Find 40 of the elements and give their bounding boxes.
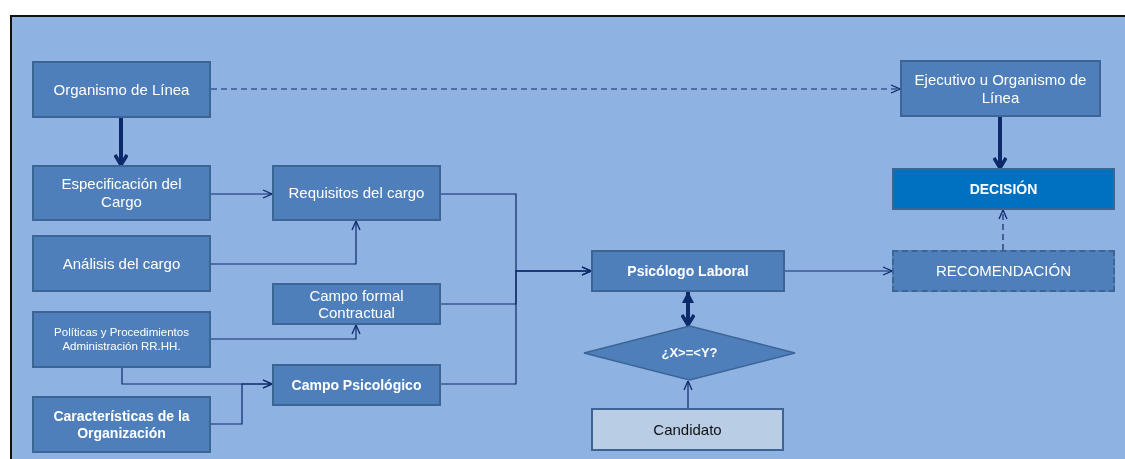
decision-diamond (583, 325, 796, 381)
arrow (440, 266, 592, 385)
arrow (683, 380, 693, 409)
box-label: Psicólogo Laboral (627, 262, 749, 280)
box-label: DECISIÓN (969, 180, 1038, 198)
process-box (32, 311, 211, 368)
box-label: Análisis del cargo (62, 254, 181, 273)
process-box (272, 283, 441, 325)
arrow (210, 324, 361, 340)
arrow (210, 379, 273, 425)
dashed-arrow (210, 84, 901, 94)
arrow (784, 266, 893, 276)
process-box (272, 364, 441, 406)
process-box (272, 165, 441, 221)
process-box (32, 396, 211, 453)
box-label: RECOMENDACIÓN (936, 262, 1071, 280)
process-box (591, 250, 785, 292)
arrow (113, 118, 129, 167)
process-box (892, 168, 1115, 210)
box-label: Características de la Organización (52, 407, 191, 442)
arrow (992, 117, 1008, 170)
process-box (32, 61, 211, 118)
box-label: Ejecutivo u Organismo de Línea (913, 70, 1088, 107)
arrow (210, 189, 273, 199)
box-label: Organismo de Línea (53, 80, 190, 99)
box-label: Políticas y Procedimientos Administración RR.HH. (53, 326, 190, 353)
box-label: Requisitos del cargo (288, 184, 425, 202)
process-box (32, 165, 211, 221)
arrow (680, 291, 696, 327)
box-label: Especificación del Cargo (60, 175, 183, 211)
arrow (210, 220, 361, 265)
dashed-arrow (998, 209, 1008, 251)
process-box (591, 408, 784, 451)
box-label: Candidato (653, 420, 722, 439)
process-box (900, 60, 1101, 117)
box-label: Campo formal Contractual (308, 287, 405, 321)
process-box (892, 250, 1115, 292)
box-label: Campo Psicológico (291, 376, 422, 394)
process-box (32, 235, 211, 292)
box-label: ¿X>=<Y? (661, 345, 718, 361)
